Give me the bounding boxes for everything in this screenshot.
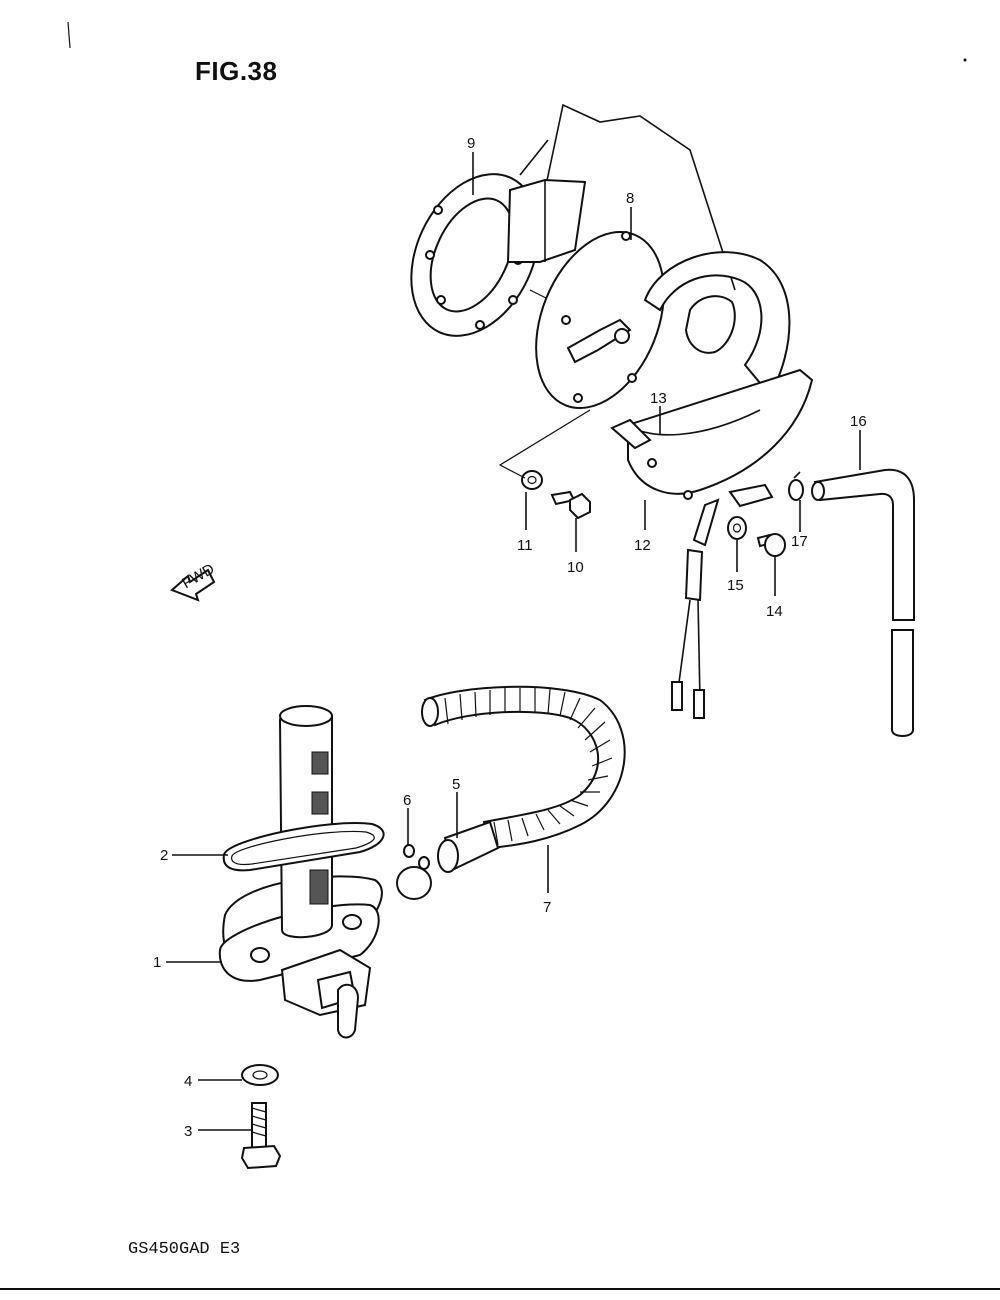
callout-16: 16 [850,413,867,430]
callout-9: 9 [467,135,475,152]
cover-nozzle [728,483,774,508]
part-8-sender-plate [535,230,665,410]
callout-6: 6 [403,792,411,809]
callout-7: 7 [543,899,551,916]
part-17-clip [788,471,804,501]
callout-14: 14 [766,603,783,620]
part-9-gasket [410,173,540,337]
callout-11: 11 [517,537,533,554]
callout-15: 15 [727,577,744,594]
part-11-washer [521,470,543,490]
part-6-clip [396,844,432,900]
part-5-hose-fitting [437,820,500,873]
callout-12: 12 [634,537,651,554]
part-16-hose [811,468,915,737]
part-14-screw [756,533,786,557]
figure-title: FIG.38 [195,56,278,86]
part-4-washer [241,1064,279,1086]
callout-17: 17 [791,533,808,550]
assembly-leader [498,409,591,479]
sender-wire-leads [671,498,720,719]
callout-2: 2 [160,847,168,864]
callout-3: 3 [184,1123,192,1140]
part-2-o-ring [222,822,385,872]
scan-specks [67,21,967,62]
part-10-bolt [550,490,591,520]
fwd-arrow-icon: FWD [170,560,218,602]
callout-numbers: 9 8 13 16 11 10 12 15 14 17 6 5 7 2 1 4 … [153,135,867,1140]
callout-13: 13 [650,390,667,407]
callout-1: 1 [153,954,161,971]
callout-4: 4 [184,1073,192,1090]
part-7-corrugated-hose [421,685,626,850]
callout-8: 8 [626,190,634,207]
callout-5: 5 [452,776,460,793]
bracket-wire [519,103,736,291]
leader-lines [166,152,861,1131]
part-3-bolt [240,1102,282,1170]
fuel-strainer [278,705,333,939]
part-12-cover [610,368,814,500]
part-1-fuel-cock [218,875,383,1039]
fuel-sender-block [506,178,587,311]
model-code: GS450GAD E3 [128,1240,241,1259]
part-15-washer [727,516,747,540]
float-arm [643,251,791,397]
bottom-rule [0,1288,1000,1290]
callout-10: 10 [567,559,584,576]
